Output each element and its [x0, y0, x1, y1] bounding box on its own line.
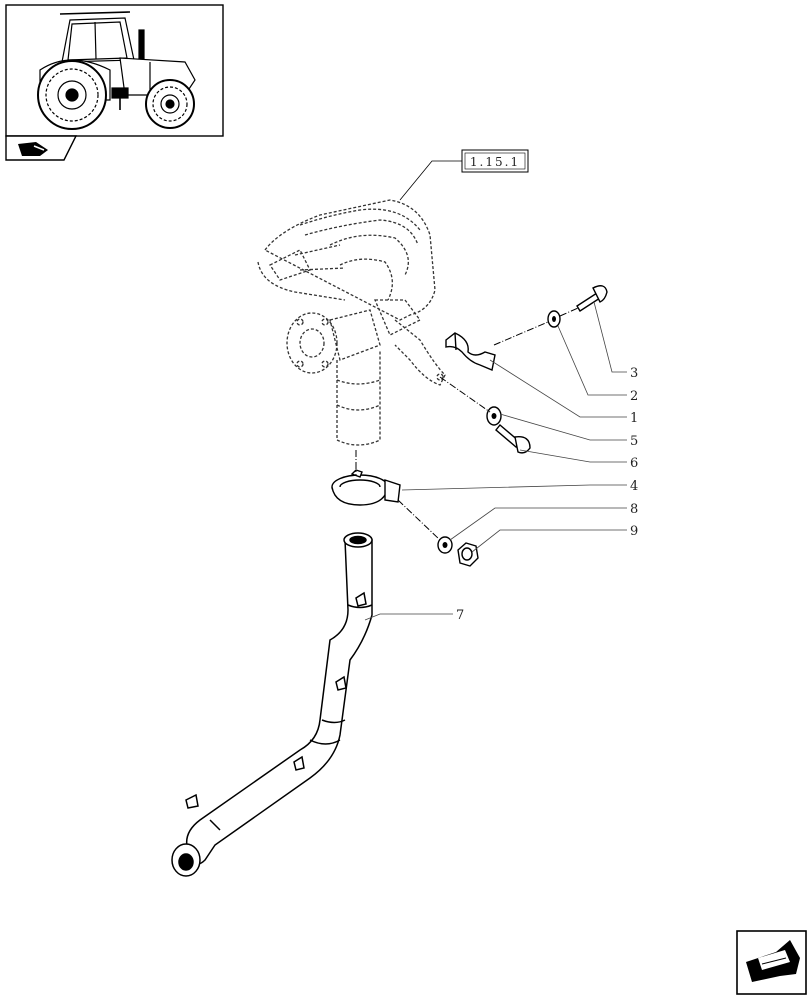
part-5-washer[interactable] — [486, 406, 502, 426]
part-4-pipe-clamp[interactable] — [331, 469, 401, 506]
reference-box[interactable]: 1.15.1 — [461, 149, 529, 173]
callout-4[interactable]: 4 — [630, 479, 638, 494]
callout-7[interactable]: 7 — [456, 608, 464, 623]
callout-1[interactable]: 1 — [630, 411, 638, 426]
next-page-arrow-icon — [746, 940, 800, 982]
reference-leader — [399, 160, 462, 201]
part-8-washer[interactable] — [437, 536, 453, 554]
next-page-button[interactable] — [736, 930, 807, 995]
reference-box-label: 1.15.1 — [470, 155, 520, 169]
callout-2[interactable]: 2 — [630, 389, 638, 404]
section-tab[interactable] — [5, 135, 78, 161]
callout-3[interactable]: 3 — [630, 366, 638, 381]
part-6-bolt[interactable] — [495, 423, 531, 454]
callout-6[interactable]: 6 — [630, 456, 638, 471]
tractor-thumbnail[interactable] — [5, 4, 224, 137]
section-arrow-icon — [18, 142, 48, 156]
tractor-thumbnail-icon — [37, 11, 196, 130]
callout-9[interactable]: 9 — [630, 524, 638, 539]
callout-labels: 3 2 1 5 6 4 8 9 7 — [456, 366, 638, 623]
callout-5[interactable]: 5 — [630, 434, 638, 449]
part-7-exhaust-pipe[interactable] — [171, 532, 373, 877]
part-3-bolt[interactable] — [576, 285, 608, 312]
part-2-washer[interactable] — [547, 310, 561, 328]
assembly-axes — [355, 307, 579, 541]
callout-8[interactable]: 8 — [630, 502, 638, 517]
leader-lines — [364, 301, 627, 621]
part-9-nut[interactable] — [457, 542, 479, 567]
part-1-bracket-clamp[interactable] — [445, 332, 496, 371]
engine-manifold — [257, 199, 446, 446]
